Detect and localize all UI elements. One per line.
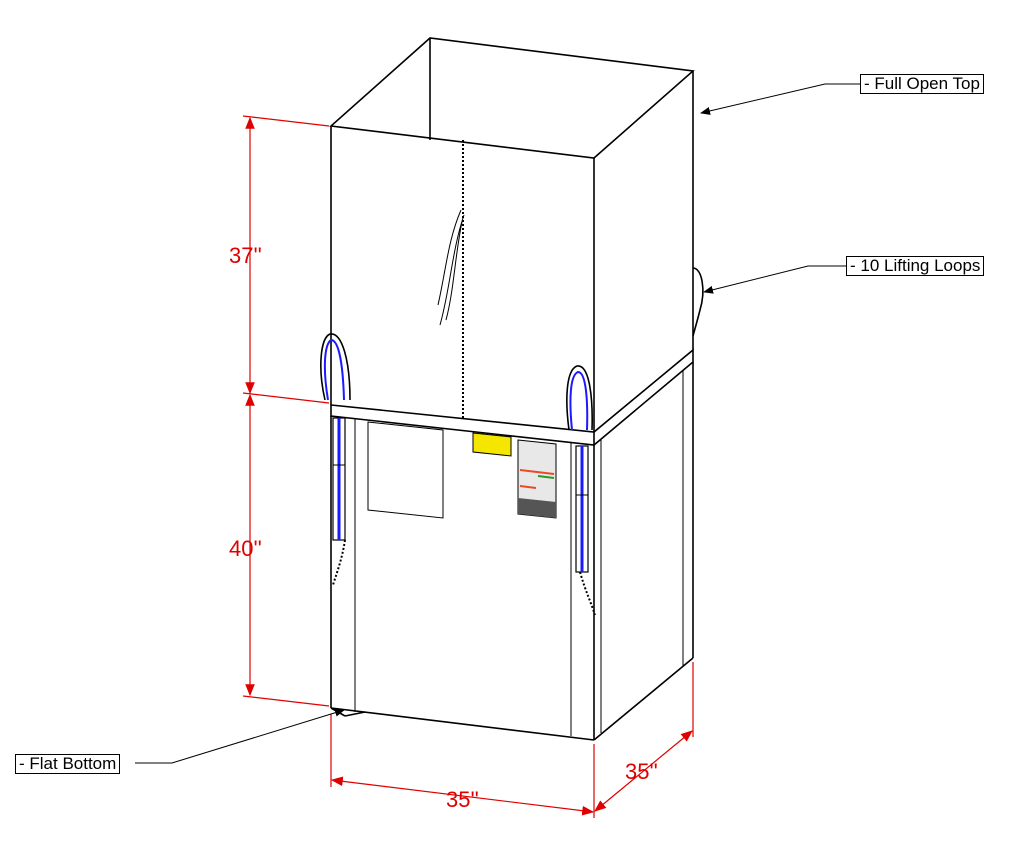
top-skirt [329, 37, 695, 432]
top-band [330, 348, 694, 446]
dimension-depth: 35'' [625, 759, 658, 784]
dimension-lines [242, 115, 694, 818]
leader-top [700, 83, 861, 115]
tie-cord [437, 209, 465, 326]
callout-full-open-top: - Full Open Top [860, 74, 984, 94]
bag-body [330, 362, 694, 741]
dimension-top-height: 37'' [229, 243, 262, 268]
leader-bottom [135, 708, 345, 764]
lifting-loop-back [692, 267, 704, 337]
document-pocket [367, 421, 444, 519]
dimension-body-height: 40'' [229, 536, 262, 561]
callout-flat-bottom: - Flat Bottom [15, 754, 121, 774]
leader-loops [703, 265, 847, 294]
lifting-loop-right [566, 365, 596, 616]
callout-lifting-loops: - 10 Lifting Loops [846, 256, 985, 276]
dimension-width: 35'' [446, 787, 479, 812]
warning-label [472, 432, 512, 457]
info-label [517, 439, 557, 519]
lifting-loop-left [320, 333, 351, 586]
